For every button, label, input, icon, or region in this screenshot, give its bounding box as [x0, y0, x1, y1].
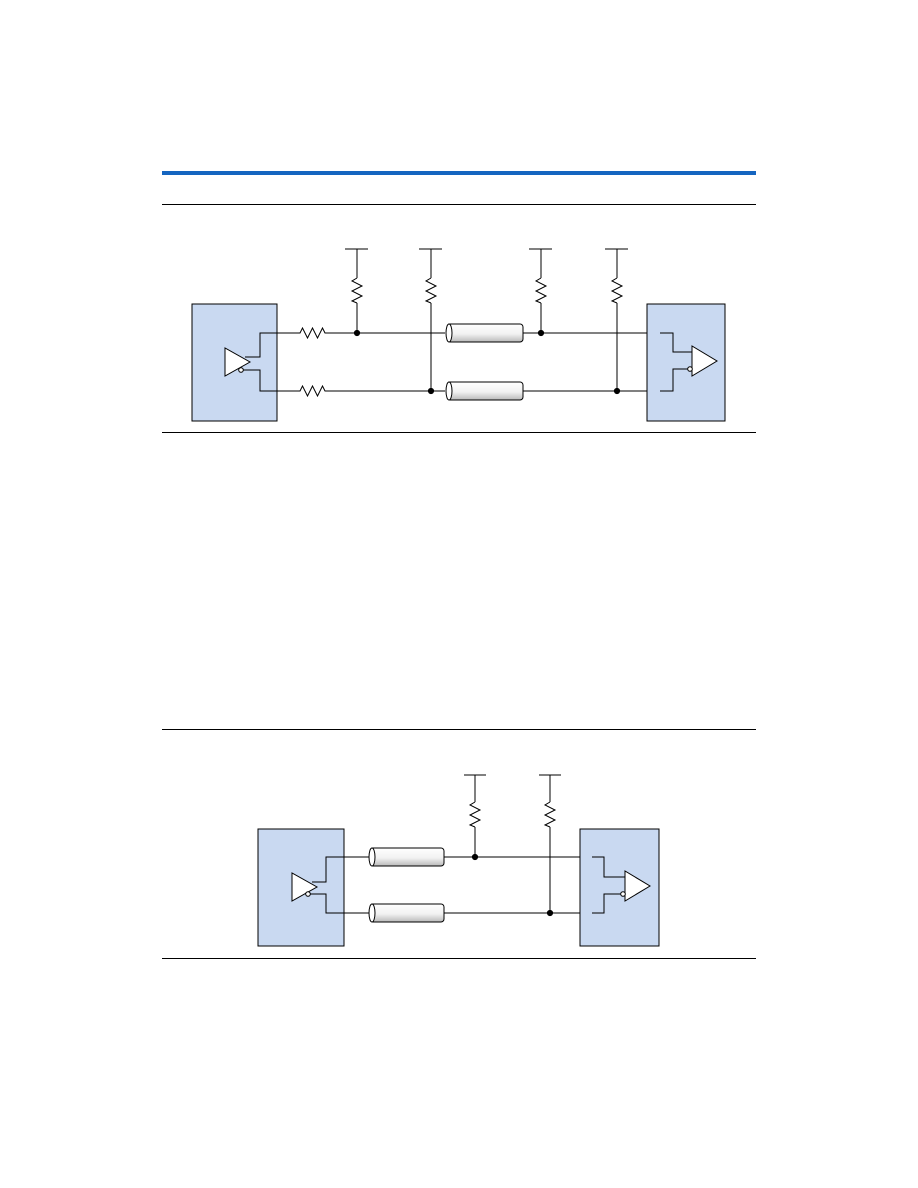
figure1-receiver-buffer-icon — [691, 345, 718, 377]
figure1-series-resistor-bottom — [296, 384, 328, 398]
figure2-inverting-bubble-icon — [620, 891, 626, 897]
figure2-bottom-rule — [162, 958, 756, 959]
figure1-junction-dot — [537, 329, 545, 337]
figure1-bottom-rule — [162, 432, 756, 433]
figure1-pullup-resistor-2 — [419, 248, 442, 391]
figure2-inverting-bubble-icon — [305, 891, 311, 897]
figure2-driver-buffer-icon — [291, 872, 319, 902]
figure1-pullup-resistor-4 — [605, 248, 628, 391]
figure1-junction-dot — [427, 387, 435, 395]
figure2-pullup-resistor-2 — [539, 774, 561, 913]
figure2-junction-dot — [471, 853, 479, 861]
figure2-transmission-line-bottom — [368, 903, 445, 923]
figure1-pullup-resistor-3 — [529, 248, 552, 333]
figure2-receiver-buffer-icon — [624, 870, 651, 902]
figure2-diagram — [257, 774, 660, 947]
figure1-top-rule — [162, 204, 756, 205]
figure1-receiver-device — [646, 303, 726, 422]
figure2-pullup-resistor-1 — [464, 774, 486, 857]
figure2-receiver-device — [579, 828, 660, 947]
figure1-series-resistor-top — [296, 326, 328, 340]
figure1-inverting-bubble-icon — [238, 367, 244, 373]
figure1-driver-buffer-icon — [224, 347, 252, 377]
figure1-junction-dot — [353, 329, 361, 337]
figure1-junction-dot — [613, 387, 621, 395]
figure1-diagram — [191, 248, 726, 422]
figure2-transmission-line-top — [368, 847, 445, 867]
figure2-top-rule — [162, 729, 756, 730]
figure2-transmitter-device — [257, 828, 370, 947]
figure1-transmitter-device — [191, 303, 296, 422]
figure1-pullup-resistor-1 — [345, 248, 368, 333]
figure1-transmission-line-bottom — [445, 381, 524, 401]
header-rule — [162, 171, 756, 175]
figure2-junction-dot — [546, 909, 554, 917]
figure1-inverting-bubble-icon — [687, 366, 693, 372]
figure1-transmission-line-top — [445, 323, 524, 343]
